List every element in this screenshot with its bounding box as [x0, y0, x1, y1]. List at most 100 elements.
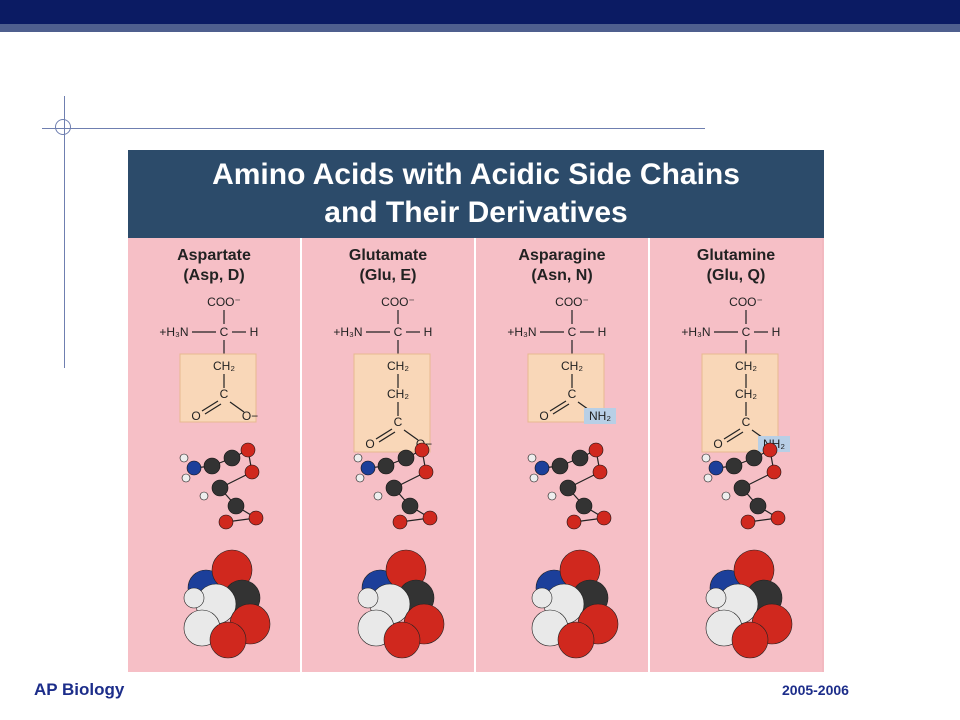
- bond-line: [549, 400, 567, 412]
- crosshair-icon: [55, 119, 71, 135]
- side-chain-oxygen: O: [191, 409, 200, 423]
- figure-body: Aspartate(Asp, D) COO⁻ +H₃N C H CH₂ C O O− Glutam…: [128, 238, 824, 672]
- amino-acid-name: Aspartate: [177, 247, 251, 264]
- alpha-carbon: C: [742, 325, 751, 339]
- ball-and-stick-atom: [392, 514, 408, 530]
- ball-and-stick-atom: [559, 479, 577, 497]
- top-stripe: [0, 24, 960, 32]
- alpha-hydrogen: H: [250, 325, 259, 339]
- ball-and-stick-atom: [588, 442, 604, 458]
- amino-acid-abbreviation: (Asn, N): [531, 267, 593, 284]
- ball-and-stick-atom: [721, 491, 731, 501]
- ball-and-stick-atom: [244, 464, 260, 480]
- ball-and-stick-atom: [749, 497, 767, 515]
- ball-and-stick-atom: [377, 457, 395, 475]
- space-filling-atom: [531, 587, 553, 609]
- ball-and-stick-atom: [223, 449, 241, 467]
- space-filling-atom: [383, 621, 421, 659]
- bond-line: [204, 403, 222, 415]
- ball-and-stick-atom: [534, 460, 550, 476]
- amino-acid-panel-glutamate: Glutamate(Glu, E)COO⁻+H₃NCHCH₂CH₂COO−: [302, 238, 474, 672]
- decorative-horizontal-line: [42, 128, 705, 129]
- ball-and-stick-atom: [211, 479, 229, 497]
- ball-and-stick-atom: [703, 473, 713, 483]
- amine-group: +H₃N: [507, 325, 536, 339]
- ball-and-stick-atom: [418, 464, 434, 480]
- ball-and-stick-atom: [179, 453, 189, 463]
- side-chain-box: [701, 353, 779, 453]
- ball-and-stick-atom: [385, 479, 403, 497]
- ball-and-stick-atom: [355, 473, 365, 483]
- side-chain-carbon: C: [394, 415, 403, 429]
- amino-acid-name: Glutamine: [696, 247, 776, 264]
- side-chain-box: [179, 353, 257, 423]
- side-chain-ch2: CH₂: [735, 387, 757, 401]
- amino-acid-panel-glutamine: Glutamine(Glu, Q)COO⁻+H₃NCHCH₂CH₂CONH₂: [650, 238, 822, 672]
- bond-line: [726, 431, 744, 443]
- side-chain-oxygen: O: [365, 437, 374, 451]
- side-chain-oxygen: O: [539, 409, 548, 423]
- ball-and-stick-atom: [725, 457, 743, 475]
- top-bar: [0, 0, 960, 24]
- side-chain-ch2: CH₂: [561, 359, 583, 373]
- ball-and-stick-atom: [527, 453, 537, 463]
- space-filling-atom: [705, 587, 727, 609]
- amine-group: +H₃N: [333, 325, 362, 339]
- ball-and-stick-atom: [199, 491, 209, 501]
- ball-and-stick-atom: [770, 510, 786, 526]
- ball-and-stick-atom: [592, 464, 608, 480]
- space-filling-atom: [731, 621, 769, 659]
- carboxyl-group: COO⁻: [729, 295, 763, 309]
- structural-formula: COO⁻+H₃NCHCH₂CH₂CONH₂: [681, 295, 793, 659]
- space-filling-atom: [209, 621, 247, 659]
- ball-and-stick-atom: [360, 460, 376, 476]
- amine-group: +H₃N: [159, 325, 188, 339]
- ball-and-stick-atom: [701, 453, 711, 463]
- ball-and-stick-atom: [401, 497, 419, 515]
- carboxyl-group: COO⁻: [381, 295, 415, 309]
- ball-and-stick-atom: [596, 510, 612, 526]
- amino-acid-label: Aspartate(Asp, D): [128, 246, 300, 286]
- ball-and-stick-atom: [740, 514, 756, 530]
- bond-line: [723, 428, 741, 440]
- ball-and-stick-atom: [575, 497, 593, 515]
- ball-and-stick-atom: [708, 460, 724, 476]
- ball-and-stick-atom: [529, 473, 539, 483]
- alpha-hydrogen: H: [598, 325, 607, 339]
- ball-and-stick-atom: [566, 514, 582, 530]
- side-chain-carboxylate: O−: [242, 409, 258, 423]
- side-chain-carbon: C: [220, 387, 229, 401]
- bond-line: [229, 401, 245, 413]
- ball-and-stick-atom: [181, 473, 191, 483]
- ball-and-stick-atom: [397, 449, 415, 467]
- side-chain-ch2: CH₂: [213, 359, 235, 373]
- carboxyl-group: COO⁻: [555, 295, 589, 309]
- ball-and-stick-atom: [547, 491, 557, 501]
- alpha-carbon: C: [220, 325, 229, 339]
- space-filling-atom: [557, 621, 595, 659]
- bond-line: [403, 429, 419, 441]
- bond-line: [201, 400, 219, 412]
- amino-acid-figure: Amino Acids with Acidic Side Chains and …: [128, 150, 824, 672]
- ball-and-stick-atom: [733, 479, 751, 497]
- column-divider: [300, 238, 302, 672]
- amino-acid-label: Asparagine(Asn, N): [476, 246, 648, 286]
- side-chain-carbon: C: [568, 387, 577, 401]
- amine-group: +H₃N: [681, 325, 710, 339]
- ball-and-stick-atom: [551, 457, 569, 475]
- ball-and-stick-atom: [186, 460, 202, 476]
- footer-course: AP Biology: [34, 680, 125, 699]
- ball-and-stick-atom: [203, 457, 221, 475]
- ball-and-stick-atom: [762, 442, 778, 458]
- alpha-hydrogen: H: [772, 325, 781, 339]
- ball-and-stick-atom: [373, 491, 383, 501]
- bond-line: [552, 403, 570, 415]
- footer-year: 2005-2006: [782, 682, 849, 698]
- amino-acid-label: Glutamine (Glu, Q): [650, 246, 822, 286]
- side-chain-ch2: CH₂: [387, 359, 409, 373]
- alpha-hydrogen: H: [424, 325, 433, 339]
- amino-acid-abbreviation: (Glu, Q): [706, 267, 766, 284]
